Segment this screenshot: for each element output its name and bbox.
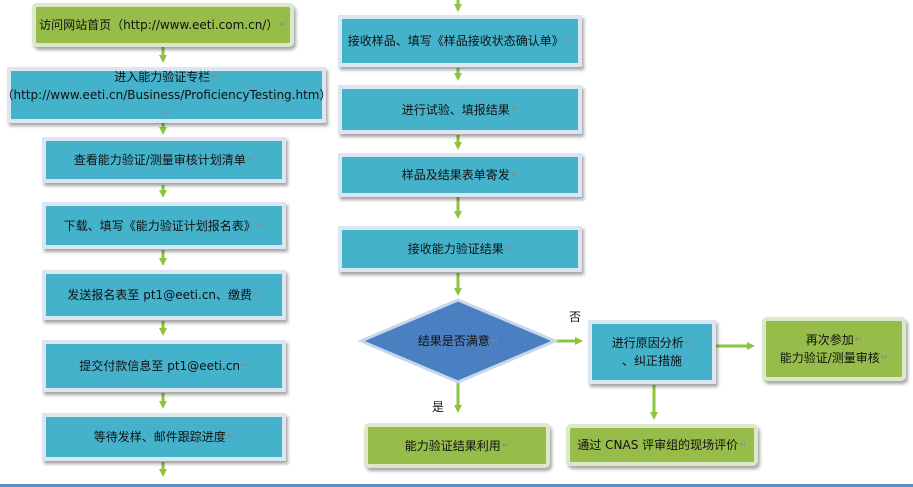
step-send-form: 发送报名表至 pt1@eeti.cn、缴费↵ (42, 270, 286, 320)
step-visit-homepage-text: 访问网站首页（http://www.eeti.com.cn/） (39, 18, 279, 32)
step-enter-pt-section: 进入能力验证专栏↵ （http://www.eeti.cn/Business/P… (2, 67, 331, 123)
step-submit-payment: 提交付款信息至 pt1@eeti.cn↵ (42, 340, 286, 392)
step-receive-sample-text: 接收样品、填写《样品接收状态确认单》 (347, 34, 564, 48)
yes-label: 是 (432, 400, 445, 414)
step-wait-sample: 等待发样、邮件跟踪进度↵ (42, 413, 286, 461)
step-enter-pt-section-line2: （http://www.eeti.cn/Business/Proficiency… (1, 88, 332, 102)
step-download-form: 下载、填写《能力验证计划报名表》↵ (42, 202, 286, 249)
step-mail-results: 样品及结果表单寄发↵ (338, 153, 582, 197)
step-enter-pt-section-line1: 进入能力验证专栏 (114, 70, 211, 84)
step-cause-analysis: 进行原因分析↵ 、纠正措施 (588, 320, 716, 384)
step-result-use-text: 能力验证结果利用 (404, 438, 501, 453)
step-cause-analysis-line2: 、纠正措施 (621, 354, 682, 368)
step-view-plan-list: 查看能力验证/测量审核计划清单↵ (42, 137, 286, 183)
step-participate-again-line1: 再次参加 (805, 333, 854, 347)
decision-label: 结果是否满意↵ (417, 334, 499, 348)
decision-diamond (357, 298, 559, 384)
bottom-divider (0, 484, 913, 487)
step-test-report-text: 进行试验、填报结果 (401, 102, 510, 117)
step-receive-results: 接收能力验证结果↵ (338, 226, 582, 272)
step-view-plan-list-text: 查看能力验证/测量审核计划清单 (73, 153, 246, 167)
step-download-form-text: 下载、填写《能力验证计划报名表》 (63, 218, 256, 233)
step-mail-results-text: 样品及结果表单寄发 (401, 168, 510, 182)
step-participate-again: 再次参加↵ 能力验证/测量审核↵ (762, 317, 906, 381)
decision-label-text: 结果是否满意 (417, 334, 490, 348)
step-receive-results-text: 接收能力验证结果 (407, 242, 504, 256)
step-send-form-text: 发送报名表至 pt1@eeti.cn、缴费 (67, 288, 253, 302)
step-cnas-evaluation-text: 通过 CNAS 评审组的现场评价 (577, 438, 739, 452)
step-submit-payment-text: 提交付款信息至 pt1@eeti.cn (79, 359, 241, 373)
step-cause-analysis-line1: 进行原因分析 (611, 336, 684, 350)
step-receive-sample: 接收样品、填写《样品接收状态确认单》↵ (338, 15, 582, 67)
step-test-report: 进行试验、填报结果↵ (338, 85, 582, 134)
step-visit-homepage: 访问网站首页（http://www.eeti.com.cn/）↵ (32, 3, 294, 47)
step-result-use: 能力验证结果利用↵ (364, 423, 550, 468)
step-cnas-evaluation: 通过 CNAS 评审组的现场评价↵ (566, 424, 758, 466)
step-participate-again-line2: 能力验证/测量审核 (779, 351, 880, 365)
step-wait-sample-text: 等待发样、邮件跟踪进度 (93, 430, 226, 444)
no-label: 否 (569, 310, 582, 324)
